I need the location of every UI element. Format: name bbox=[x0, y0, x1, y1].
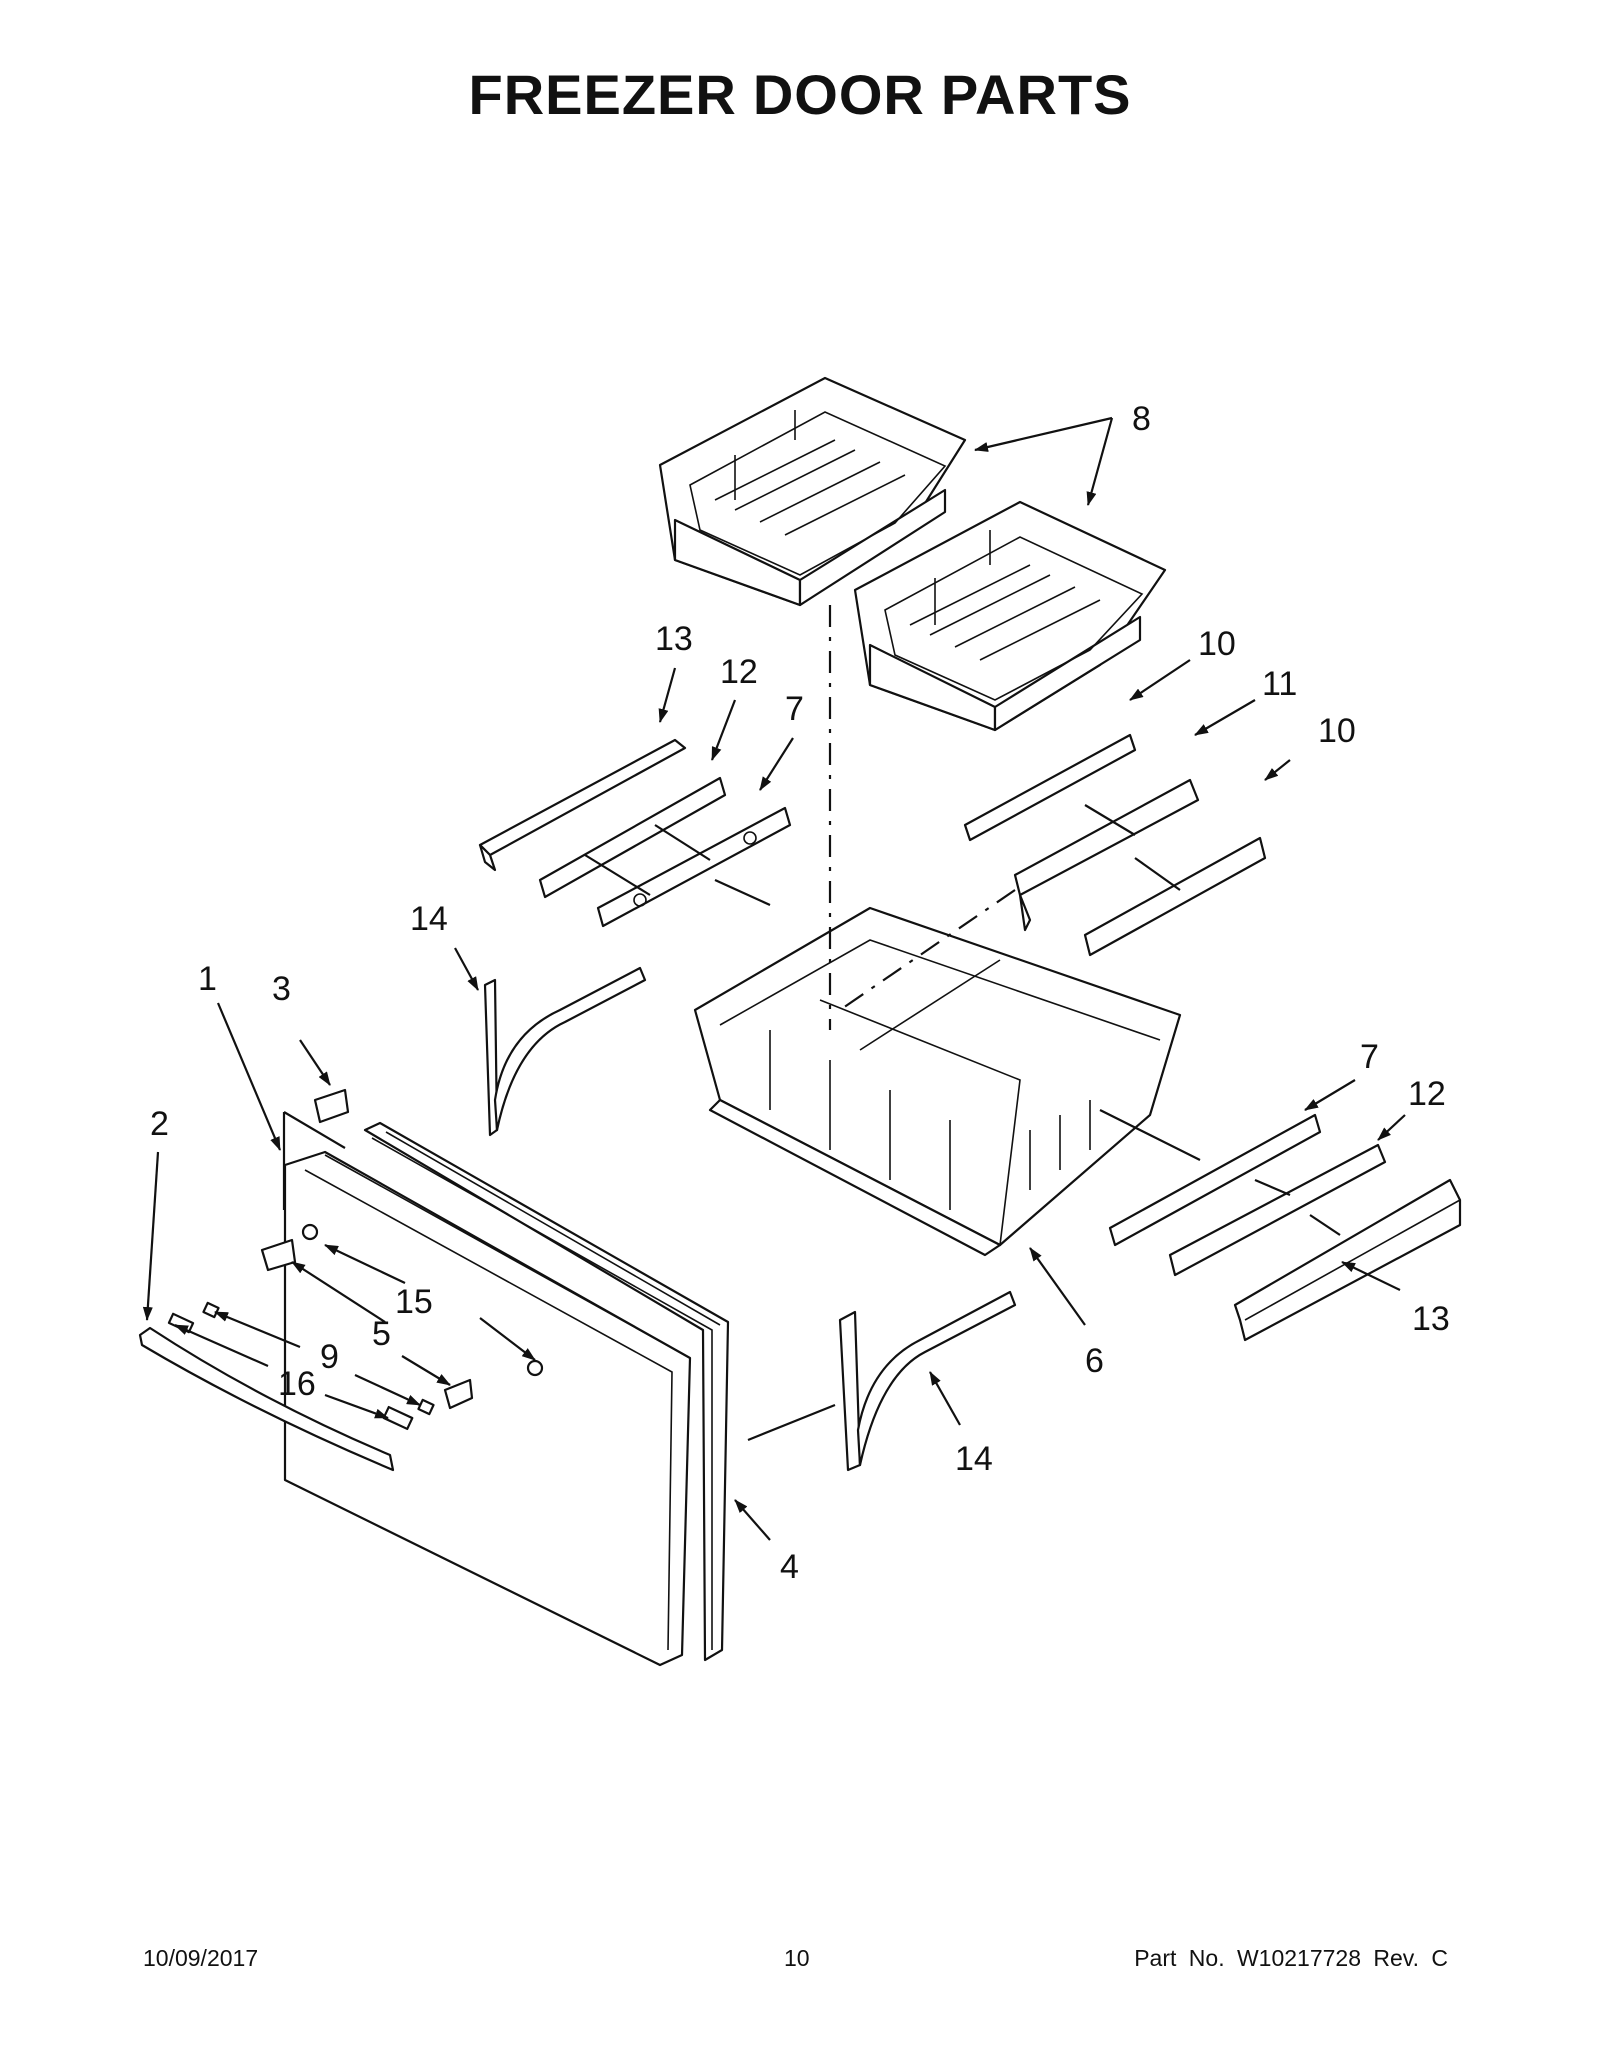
slide-rail-left bbox=[538, 776, 727, 899]
door-gasket bbox=[363, 1121, 730, 1662]
handle-clips-and-screws bbox=[167, 1088, 544, 1431]
upper-freezer-basket-left bbox=[658, 376, 967, 607]
footer-date: 10/09/2017 bbox=[143, 1945, 259, 1971]
slide-rail-right bbox=[1168, 1143, 1387, 1277]
rail-guide-lower-right bbox=[1083, 836, 1267, 957]
title-word: FREEZER bbox=[468, 63, 737, 126]
callout-labels: 8 13 12 7 10 11 10 14 3 1 2 7 12 15 5 9 … bbox=[150, 400, 1450, 1586]
rail-bracket-right bbox=[1108, 1113, 1322, 1247]
callout-3: 3 bbox=[272, 970, 291, 1008]
callout-14: 14 bbox=[955, 1440, 993, 1478]
callout-7: 7 bbox=[1360, 1038, 1379, 1076]
center-rail-right bbox=[1013, 778, 1200, 932]
freezer-door-panel bbox=[283, 1150, 692, 1667]
rail-cover-right bbox=[1233, 1178, 1462, 1342]
title-word: PARTS bbox=[940, 63, 1132, 126]
callout-4: 4 bbox=[780, 1548, 799, 1586]
rail-bracket-left bbox=[596, 806, 792, 928]
callout-5: 5 bbox=[372, 1315, 391, 1353]
callout-13: 13 bbox=[1412, 1300, 1450, 1338]
callout-9: 9 bbox=[320, 1338, 339, 1376]
alignment-line bbox=[839, 889, 1016, 1011]
footer-page-number: 10 bbox=[784, 1945, 810, 1971]
callout-1: 1 bbox=[198, 960, 217, 998]
title-word: DOOR bbox=[752, 63, 925, 126]
rail-cover-left bbox=[478, 738, 687, 872]
footer-part-number: Part No. W10217728 Rev. C bbox=[1134, 1945, 1448, 1971]
callout-12: 12 bbox=[720, 653, 758, 691]
slide-bracket-lower bbox=[838, 1290, 1017, 1472]
callout-10: 10 bbox=[1318, 712, 1356, 750]
callout-7: 7 bbox=[785, 690, 804, 728]
upper-freezer-basket-right bbox=[853, 500, 1167, 732]
door-handle-trim bbox=[138, 1326, 395, 1472]
callout-14: 14 bbox=[410, 900, 448, 938]
callout-11: 11 bbox=[1262, 665, 1297, 703]
slide-bracket-upper bbox=[483, 966, 647, 1137]
callout-16: 16 bbox=[278, 1365, 316, 1403]
callout-8: 8 bbox=[1132, 400, 1151, 438]
leader-arrows bbox=[142, 416, 1406, 1541]
callout-6: 6 bbox=[1085, 1342, 1104, 1380]
callout-10: 10 bbox=[1198, 625, 1236, 663]
callout-13: 13 bbox=[655, 620, 693, 658]
callout-15: 15 bbox=[395, 1283, 433, 1321]
lower-freezer-basket bbox=[693, 906, 1182, 1257]
rail-guide-upper-right bbox=[963, 733, 1137, 842]
callout-12: 12 bbox=[1408, 1075, 1446, 1113]
callout-2: 2 bbox=[150, 1105, 169, 1143]
